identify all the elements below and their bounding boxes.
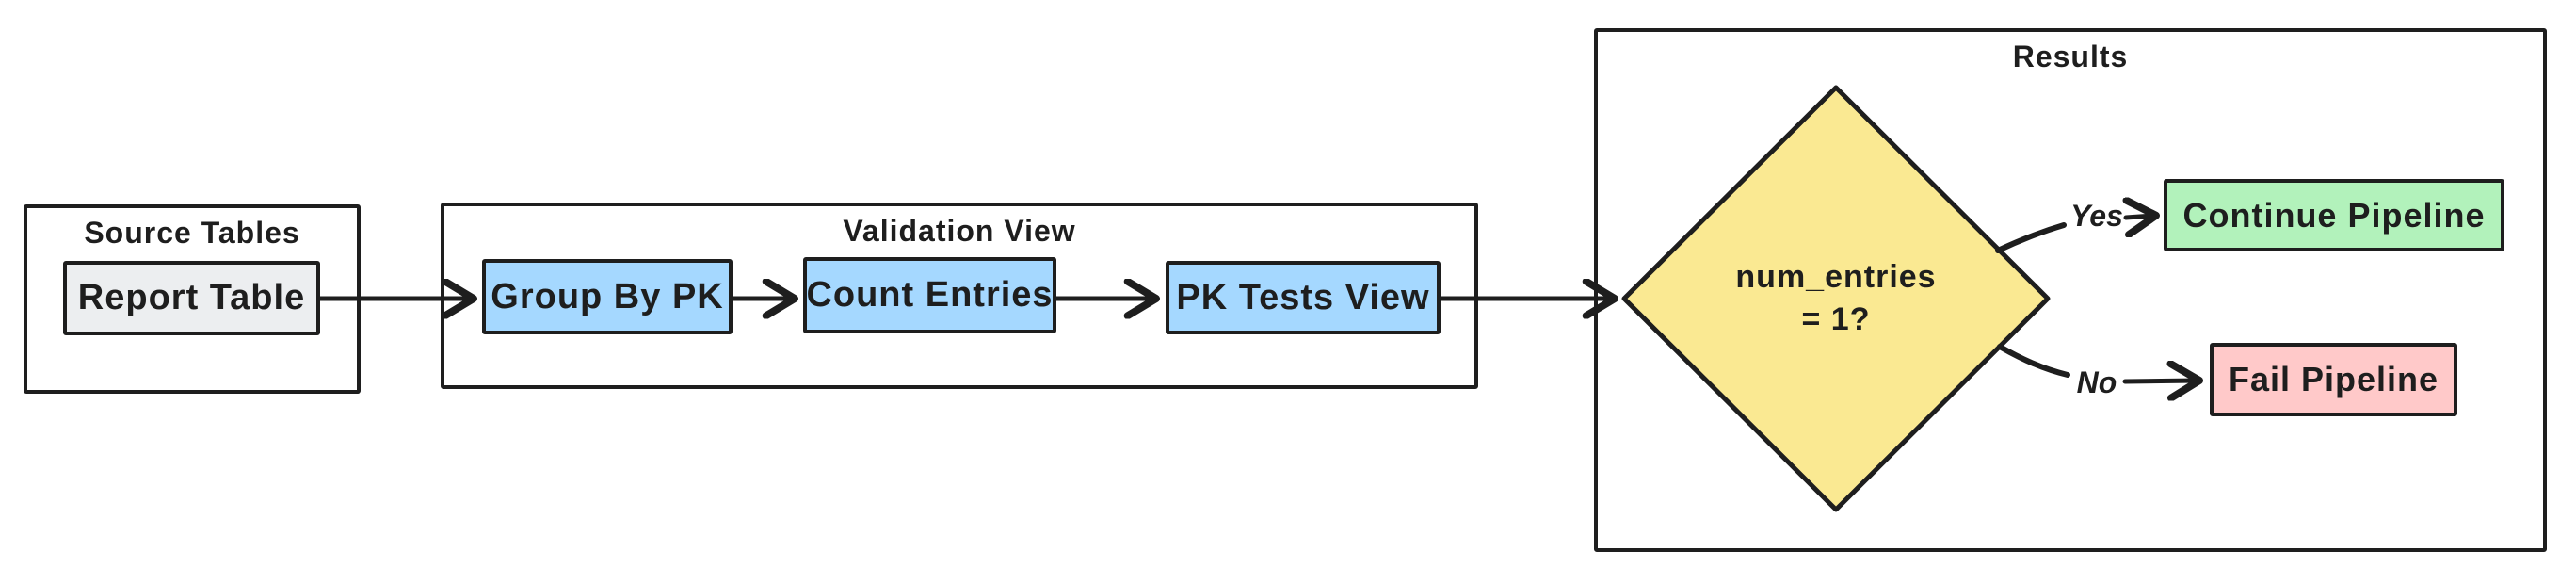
decision-label-line2: = 1? [1801,301,1871,337]
group-validation-view: Validation View [441,203,1478,389]
node-group-by-pk-label: Group By PK [491,276,724,316]
node-group-by-pk: Group By PK [482,259,733,334]
node-continue-pipeline: Continue Pipeline [2164,179,2504,251]
node-pk-tests-view: PK Tests View [1166,261,1441,334]
group-source-tables-label: Source Tables [84,216,300,250]
node-fail-pipeline: Fail Pipeline [2210,343,2457,416]
node-report-table-label: Report Table [77,278,306,317]
edge-label-no: No [2076,365,2117,399]
node-pk-tests-view-label: PK Tests View [1176,277,1430,317]
group-source-tables: Source Tables [24,204,361,394]
node-continue-pipeline-label: Continue Pipeline [2182,195,2486,235]
edge-label-yes: Yes [2070,199,2123,233]
decision-diamond-label: num_entries = 1? [1666,256,2005,343]
decision-label-line1: num_entries [1735,259,1937,295]
node-fail-pipeline-label: Fail Pipeline [2228,360,2439,398]
group-validation-view-label: Validation View [843,214,1076,248]
node-report-table: Report Table [63,261,320,335]
node-count-entries: Count Entries [803,257,1056,333]
node-count-entries-label: Count Entries [806,275,1054,315]
group-results: Results [1594,28,2547,552]
group-results-label: Results [2012,40,2129,73]
